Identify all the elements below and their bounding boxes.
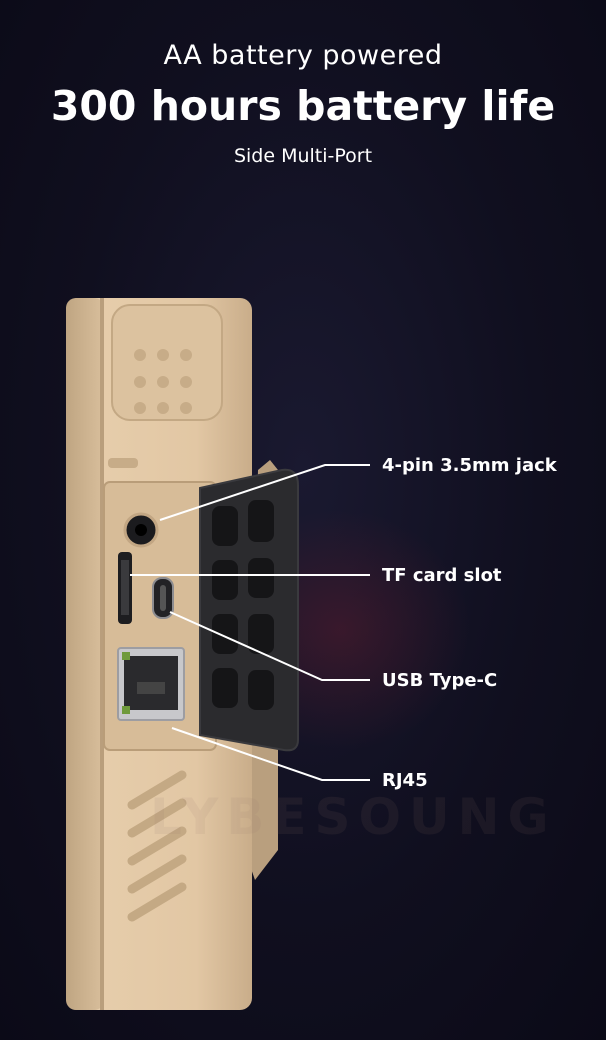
watermark: LYBESOUNG [150,788,557,846]
device-seam [100,298,104,1010]
leader-jack [159,464,370,521]
speaker-grille [127,770,187,922]
leader-rj45 [171,727,370,781]
leader-lines [130,464,370,781]
leader-usbc [169,611,370,681]
label-rj45: RJ45 [382,770,428,791]
slot-notch [108,458,138,468]
top-button [111,304,223,421]
tagline: Side Multi-Port [233,145,373,167]
label-usb-c: USB Type-C [382,670,498,691]
label-audio-jack: 4-pin 3.5mm jack [382,455,557,476]
cover-slots [212,500,274,710]
device-side-edge [66,298,104,1010]
subtitle: AA battery powered [163,40,443,71]
grip-dots [134,349,192,414]
label-tf-card: TF card slot [382,565,502,586]
headline: 300 hours battery life [50,82,556,130]
